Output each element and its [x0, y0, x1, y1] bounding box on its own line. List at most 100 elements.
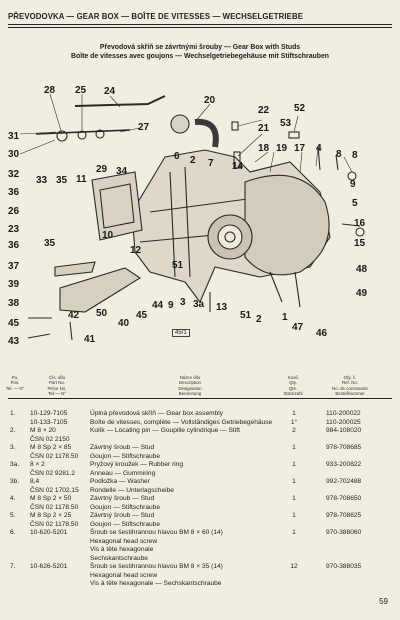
row-reference-number: 970-388035	[326, 563, 362, 570]
row-quantity: 1°	[290, 418, 298, 426]
callout: 14	[232, 161, 244, 172]
callout: 29	[96, 164, 108, 175]
table-row: Vis à tête hexagonale — Sechskantschraub…	[8, 580, 392, 589]
callout: 33	[36, 175, 48, 186]
row-position: 5.	[10, 512, 16, 519]
row-quantity: 1	[292, 410, 296, 417]
callout: 4	[316, 143, 322, 154]
callout: 9	[168, 300, 174, 311]
row-position: 4.	[10, 495, 16, 502]
callout: 2	[256, 314, 262, 325]
row-reference-number: 978-708625	[326, 512, 362, 519]
row-description: Závrtný šroub — Stud	[90, 512, 155, 519]
row-part-number: 8,4	[30, 478, 40, 485]
callout: 6	[174, 151, 180, 162]
row-description: Úplná převodová skříň — Gear box assembl…	[90, 410, 224, 417]
row-description: Šroub se šestihrannou hlavou BM 8 × 35 (…	[90, 563, 223, 570]
row-quantity: 1	[292, 461, 296, 468]
row-reference-number: 110-200025	[326, 418, 361, 426]
callout: 49	[356, 288, 368, 299]
callout: 31	[8, 131, 20, 142]
callout: 25	[75, 85, 87, 96]
table-row: Sechskantschraube	[8, 555, 392, 564]
row-position: 7.	[10, 563, 16, 570]
table-row: ČSN 02 2150	[8, 436, 392, 445]
callout: 38	[8, 298, 20, 309]
row-quantity: 1	[292, 444, 296, 451]
callout: 34	[116, 166, 128, 177]
callout: 26	[8, 206, 20, 217]
row-part-number: 10-620-5201	[30, 529, 68, 536]
callout: 24	[104, 86, 116, 97]
row-part-number: 10-626-5201	[30, 563, 68, 570]
row-position: 1.	[10, 410, 16, 417]
callout: 8	[352, 150, 358, 161]
callout: 9	[350, 179, 356, 190]
callout: 36	[8, 240, 20, 251]
gearbox-drawing	[27, 95, 365, 341]
callout: 35	[56, 175, 68, 186]
callout: 52	[294, 103, 306, 114]
table-row: 7. 10-626-5201 Šroub se šestihrannou hlavo…	[8, 563, 392, 572]
callout-numbers: 28 25 24 20 22 52 31 27 21 53 30 18 19 1…	[8, 85, 368, 347]
callout: 40	[118, 318, 130, 329]
row-quantity: 1	[292, 529, 296, 536]
row-description: Pryžový kroužek — Rubber ring	[90, 461, 184, 468]
callout: 48	[356, 264, 368, 275]
callout: 10	[102, 230, 114, 241]
table-row: Vis à tête hexagonale	[8, 546, 392, 555]
figure-caption-line2: Boîte de vitesses avec goujons — Wechsel…	[71, 53, 329, 60]
callout: 43	[8, 336, 20, 347]
row-description: Hexagonal head screw	[90, 537, 158, 545]
row-description: Goujon — Stiftschraube	[90, 452, 161, 460]
callout: 5	[352, 198, 358, 209]
callout: 42	[68, 310, 80, 321]
callout: 3	[180, 297, 186, 308]
row-part-number: M 8 Sp 2 × 50	[30, 495, 72, 502]
callout: 2	[190, 155, 196, 166]
callout: 13	[216, 302, 228, 313]
callout: 41	[84, 334, 96, 345]
callout: 18	[258, 143, 270, 154]
leader-lines	[19, 93, 353, 173]
callout: 50	[96, 308, 108, 319]
callout: 7	[208, 158, 214, 169]
callout: 8	[336, 149, 342, 160]
row-part-number: ČSN 02 1178.50	[30, 520, 79, 528]
page-number: 59	[379, 597, 388, 606]
callout: 45	[136, 310, 148, 321]
row-description: Vis à tête hexagonale	[90, 546, 154, 553]
callout: 23	[8, 224, 20, 235]
callout: 47	[292, 322, 304, 333]
callout: 36	[8, 187, 20, 198]
callout: 45	[8, 318, 20, 329]
row-reference-number: 970-388060	[326, 529, 362, 536]
callout: 46	[316, 328, 328, 339]
row-description: Hexagonal head screw	[90, 571, 158, 579]
callout: 51	[172, 260, 184, 271]
row-part-number: ČSN 02 2150	[30, 435, 70, 443]
row-part-number: 8 × 2	[30, 461, 45, 468]
row-quantity: 1	[292, 512, 296, 519]
row-description: Anneau — Gummiring	[90, 469, 156, 477]
row-reference-number: 978-708685	[326, 444, 362, 451]
row-description: Závrtný šroub — Stud	[90, 495, 155, 502]
exploded-gearbox-diagram: 28 25 24 20 22 52 31 27 21 53 30 18 19 1…	[8, 85, 368, 347]
callout: 20	[204, 95, 216, 106]
callout: 27	[138, 122, 150, 133]
row-part-number: M 8 Sp 2 × 85	[30, 444, 72, 451]
callout: 3a	[193, 299, 205, 310]
row-quantity: 1	[292, 478, 296, 485]
